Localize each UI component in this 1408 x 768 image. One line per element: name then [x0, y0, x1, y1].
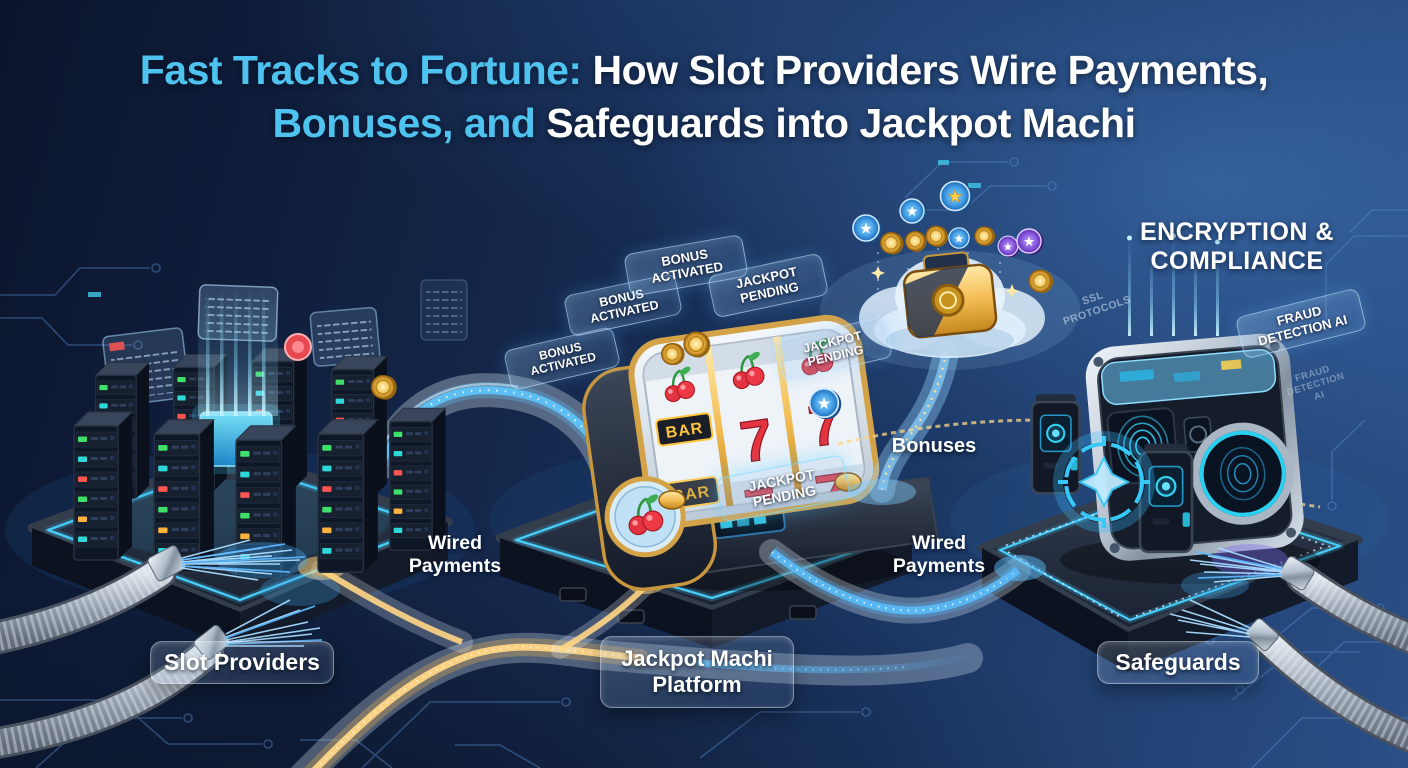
gold-knob — [658, 490, 686, 510]
bonus-cloud — [852, 180, 1054, 358]
jackpot-machi-platform-label: Jackpot Machi Platform — [600, 636, 794, 708]
title-line-1: Fast Tracks to Fortune: How Slot Provide… — [0, 44, 1408, 97]
title-accent-2: Bonuses, and — [272, 100, 547, 146]
fingerprint-ring-icon — [1191, 422, 1294, 525]
wired-payments-label-right: Wired Payments — [892, 532, 986, 577]
slot-machine: BAR BAR 7 7 7 7 — [582, 314, 940, 592]
encryption-compliance-heading: ENCRYPTION & COMPLIANCE — [1140, 218, 1334, 275]
safeguards-station — [1030, 233, 1408, 754]
cloud-funnel — [848, 339, 959, 505]
shield-hologram-icon — [1053, 431, 1155, 533]
alert-icon — [284, 333, 312, 361]
wired-payments-label-left: Wired Payments — [408, 532, 502, 577]
svg-text:BAR: BAR — [665, 420, 705, 442]
title-line-2: Bonuses, and Safeguards into Jackpot Mac… — [0, 97, 1408, 150]
bottom-tube — [290, 632, 983, 768]
gold-knob — [834, 472, 862, 492]
bonuses-label: Bonuses — [891, 435, 977, 457]
fiber-optic-cable — [1169, 544, 1408, 754]
holo-panel — [309, 306, 381, 367]
circuit-chips — [88, 160, 981, 297]
fiber-optic-cable — [0, 539, 340, 759]
title-accent-1: Fast Tracks to Fortune: — [139, 47, 593, 93]
title-main-1: How Slot Providers Wire Payments, — [592, 47, 1269, 93]
page-title: Fast Tracks to Fortune: How Slot Provide… — [0, 44, 1408, 150]
sparkle-icon — [1005, 284, 1019, 298]
slot-providers-label: Slot Providers — [150, 641, 334, 684]
holo-panel — [420, 279, 468, 341]
safeguards-label: Safeguards — [1097, 641, 1259, 684]
slot-providers-station — [0, 279, 468, 759]
gold-vault-icon — [902, 251, 998, 339]
sparkle-icon — [871, 266, 885, 280]
blue-stream-middle-to-right — [759, 539, 1046, 624]
title-main-2: Safeguards into Jackpot Machi — [546, 100, 1136, 146]
